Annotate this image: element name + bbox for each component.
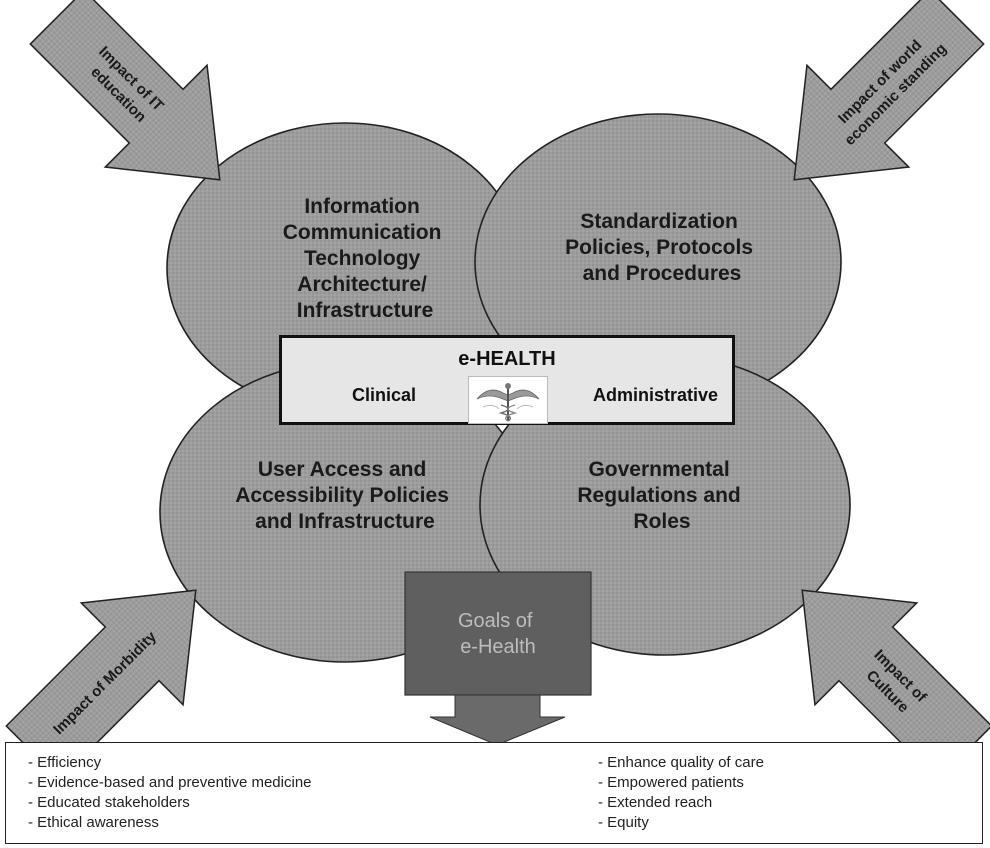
circle-label-top-left: Information Communication Technology Arc… [283,195,448,322]
circle-label-bottom-right: Governmental Regulations and Roles [577,458,746,533]
goals-down-arrow [429,694,566,746]
ehealth-administrative-label: Administrative [592,385,718,405]
goal-item: - Evidence-based and preventive medicine [28,774,312,791]
circle-label-top-right: Standardization Policies, Protocols and … [565,210,759,285]
goal-item: - Educated stakeholders [28,794,190,811]
goal-item: - Enhance quality of care [598,754,764,771]
goals-list-box: - Efficiency - Evidence-based and preven… [5,742,983,844]
circle-label-bottom-left: User Access and Accessibility Policies a… [235,458,454,533]
ehealth-clinical-label: Clinical [352,385,417,405]
arrow-impact-culture: Impact of Culture [801,589,990,781]
goals-of-ehealth-box [404,571,592,696]
caduceus-icon [468,376,548,424]
arrow-impact-world-economic: Impact of world economic standing [793,0,985,181]
ehealth-title: e-HEALTH [458,348,556,370]
goal-item: - Ethical awareness [28,814,159,831]
goal-item: - Empowered patients [598,774,744,791]
goals-of-ehealth-label: Goals of e-Health [458,610,538,658]
goal-item: - Extended reach [598,794,713,811]
goal-item: - Efficiency [28,754,102,771]
goals-right-column: - Enhance quality of care - Empowered pa… [598,753,764,833]
goals-left-column: - Efficiency - Evidence-based and preven… [28,753,312,833]
ehealth-box: e-HEALTH Clinical Administrative [279,335,735,425]
goal-item: - Equity [598,814,649,831]
